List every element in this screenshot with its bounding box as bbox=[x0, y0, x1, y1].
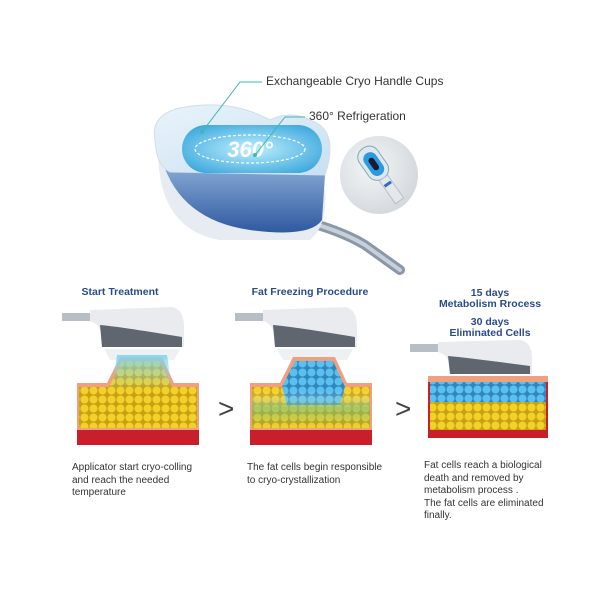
next-step-arrow-2: > bbox=[395, 393, 412, 424]
step2-description: The fat cells begin responsible to cryo-… bbox=[247, 462, 383, 486]
step1-title: Start Treatment bbox=[81, 286, 159, 298]
inset-detail-icon bbox=[340, 136, 418, 214]
step2-title: Fat Freezing Procedure bbox=[251, 286, 369, 298]
step3-illustration bbox=[410, 340, 560, 450]
step3-title-line3: 30 days bbox=[470, 316, 510, 328]
callout-cups-label: Exchangeable Cryo Handle Cups bbox=[266, 74, 444, 88]
next-step-arrow-1: > bbox=[218, 393, 235, 424]
callout-refrigeration-label: 360° Refrigeration bbox=[309, 109, 406, 123]
step1-description: Applicator start cryo-colling and reach … bbox=[72, 462, 193, 498]
step1-illustration bbox=[62, 305, 212, 450]
cryo-handle-illustration: 360° bbox=[150, 80, 410, 280]
step2-illustration bbox=[235, 305, 385, 450]
step3-title-line1: 15 days bbox=[470, 287, 510, 299]
step3-title-line4: Eliminated Cells bbox=[449, 327, 531, 339]
step3-title-line2: Metabolism Rrocess bbox=[438, 298, 542, 310]
step3-description: Fat cells reach a biological death and r… bbox=[424, 460, 544, 521]
